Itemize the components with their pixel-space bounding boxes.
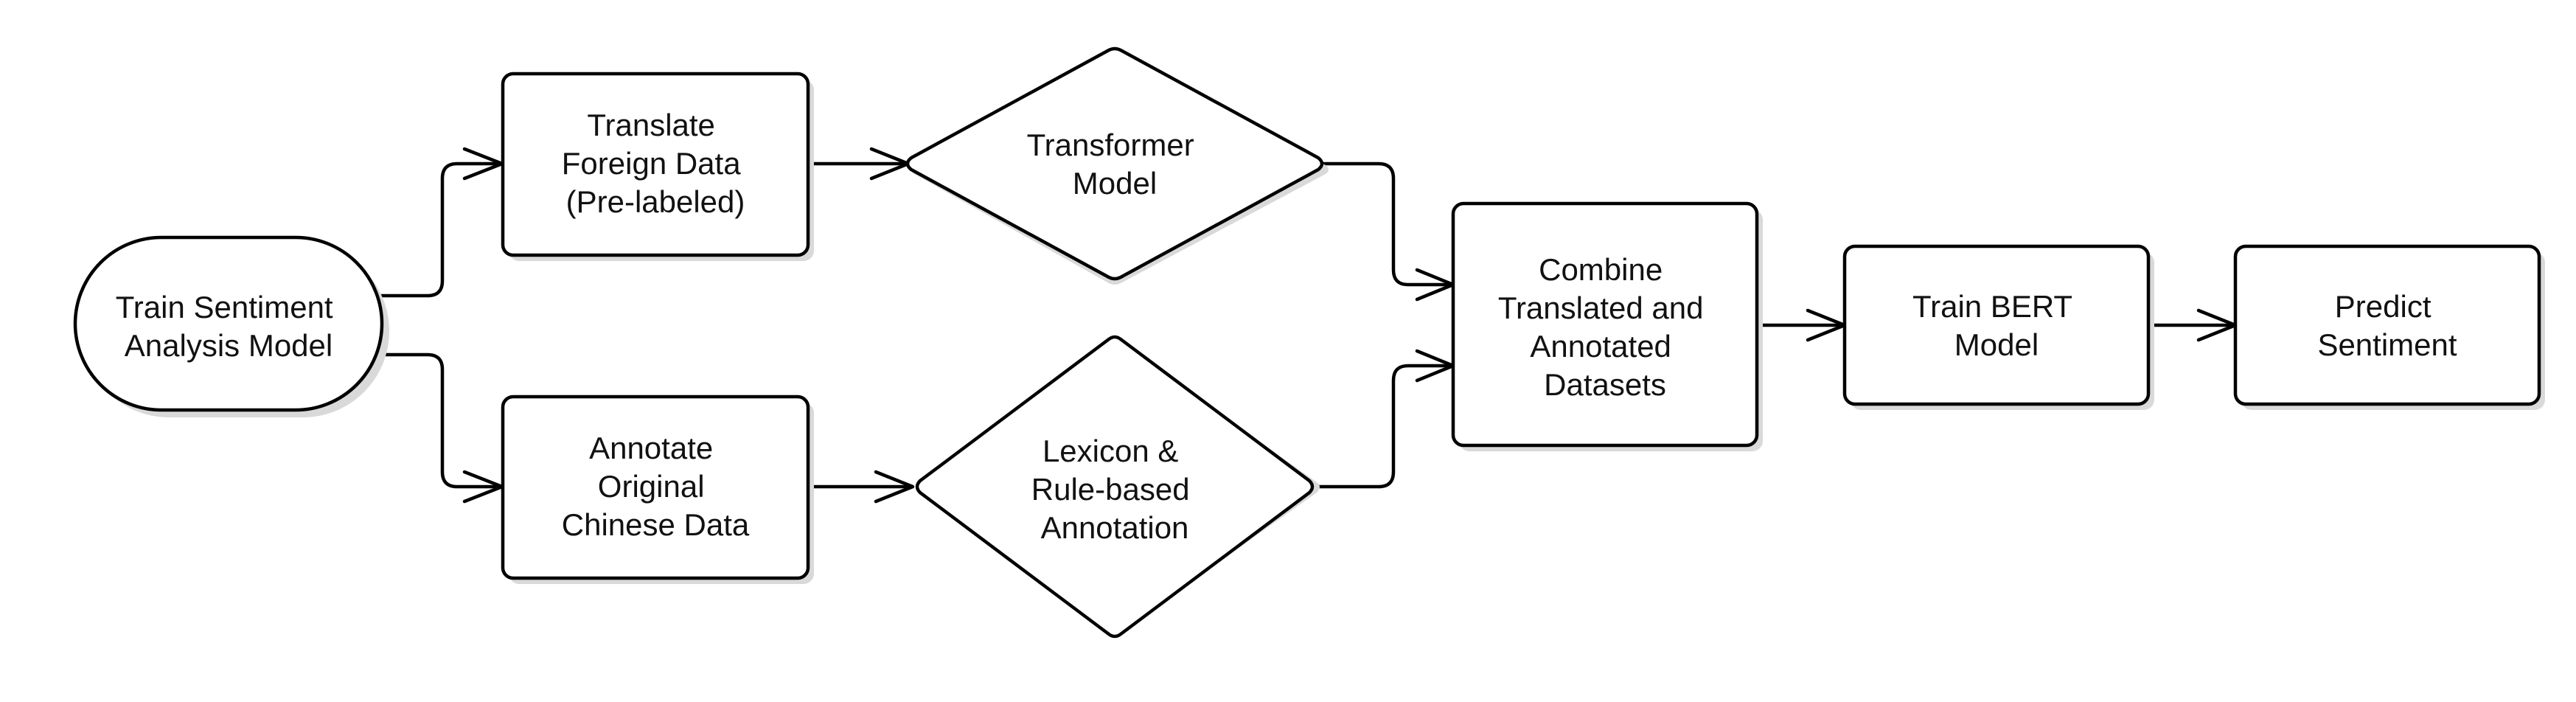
node-label-line: Original bbox=[598, 469, 705, 504]
svg-text:Transformer Model: Transformer Model bbox=[1027, 128, 1203, 201]
node-label-line: Lexicon & bbox=[1042, 434, 1178, 468]
node-label-line: Transformer bbox=[1027, 128, 1194, 162]
node-label-line: Datasets bbox=[1544, 367, 1666, 402]
node-label-line: Train Sentiment bbox=[116, 290, 333, 324]
edge-lexicon-to-combine bbox=[1310, 364, 1454, 489]
svg-text:Combine Translated and: Combine Translated and Annotated Dataset… bbox=[1498, 252, 1712, 402]
node-label-line: Chinese Data bbox=[562, 507, 750, 542]
svg-text:Train BERT Model: Train BERT Model bbox=[1912, 289, 2081, 362]
svg-text:Lexicon & Rule-based: Lexicon & Rule-based Annotation bbox=[1031, 434, 1198, 545]
node-label-line: Translate bbox=[587, 108, 715, 142]
node-label-line: Rule-based bbox=[1031, 472, 1190, 507]
node-label-line: Annotate bbox=[589, 431, 713, 465]
svg-text:Annotate Original: Annotate Original Chinese Data bbox=[562, 431, 750, 542]
node-combine-translated-annotated-datasets: Combine Translated and Annotated Dataset… bbox=[1451, 201, 1763, 451]
node-label-line: Foreign Data bbox=[562, 146, 741, 181]
node-annotate-original-chinese-data: Annotate Original Chinese Data bbox=[501, 395, 814, 584]
node-label-line: Annotated bbox=[1530, 329, 1671, 364]
node-label-line: (Pre-labeled) bbox=[566, 184, 745, 219]
node-translate-foreign-data: Translate Foreign Data (Pre-labeled) bbox=[501, 72, 814, 261]
edge-start-to-annotate bbox=[380, 352, 504, 489]
edge-start-to-translate bbox=[380, 164, 504, 298]
svg-text:Train Sentiment Analysis: Train Sentiment Analysis Model bbox=[116, 290, 342, 363]
node-predict-sentiment: Predict Sentiment bbox=[2233, 244, 2545, 410]
node-label-line: Combine bbox=[1539, 252, 1663, 287]
node-label-line: Sentiment bbox=[2317, 327, 2457, 362]
node-train-sentiment-analysis-model: Train Sentiment Analysis Model bbox=[73, 235, 389, 417]
svg-text:Translate Foreign Data: Translate Foreign Data (Pre-labeled) bbox=[562, 108, 749, 219]
node-transformer-model: Transformer Model bbox=[905, 46, 1329, 285]
node-label-line: Train BERT bbox=[1912, 289, 2072, 324]
edge-transformer-to-combine bbox=[1317, 161, 1454, 287]
node-label-line: Model bbox=[1073, 166, 1157, 201]
node-label-line: Predict bbox=[2335, 289, 2431, 324]
node-label-line: Translated and bbox=[1498, 291, 1704, 325]
node-lexicon-rule-based-annotation: Lexicon & Rule-based Annotation bbox=[915, 335, 1320, 639]
node-label-line: Model bbox=[1954, 327, 2039, 362]
node-label-line: Analysis Model bbox=[125, 328, 333, 363]
node-train-bert-model: Train BERT Model bbox=[1842, 244, 2154, 410]
node-label-line: Annotation bbox=[1041, 510, 1189, 545]
svg-text:Predict Sentiment: Predict Sentiment bbox=[2317, 289, 2457, 362]
